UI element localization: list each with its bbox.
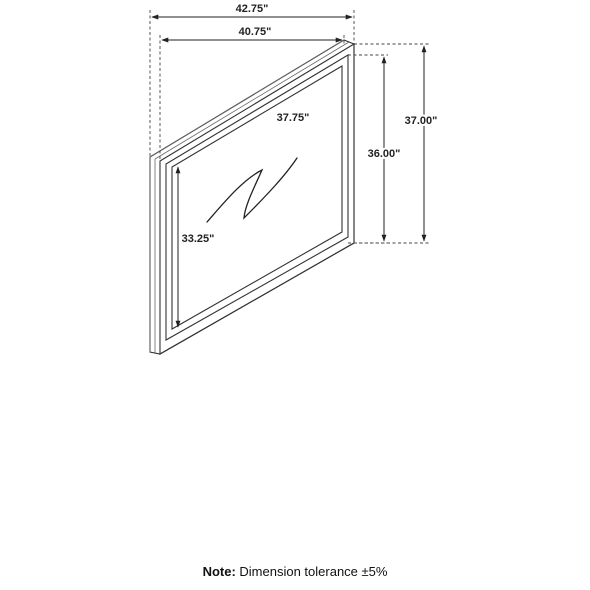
frame-width-dimension: 40.75" [159, 26, 345, 161]
frame-top-step-2 [154, 41, 350, 160]
note-text: Dimension tolerance ±5% [235, 564, 388, 579]
overall-height-dimension: 37.00" [354, 43, 439, 244]
frame-height-label: 36.00" [368, 148, 401, 160]
mirror-glare-icon [206, 157, 298, 223]
note-label: Note: [202, 564, 236, 579]
glass-height-dimension: 33.25" [175, 166, 216, 328]
overall-width-dimension: 42.75" [149, 3, 355, 157]
overall-height-label: 37.00" [405, 115, 438, 127]
glass-height-label: 33.25" [182, 233, 215, 245]
glass-width-label: 37.75" [277, 112, 310, 124]
frame-height-dimension: 36.00" [348, 54, 402, 244]
frame-front-face [159, 43, 355, 355]
dimension-note: Note: Dimension tolerance ±5% [0, 564, 590, 579]
mirror-frame [149, 39, 355, 355]
overall-width-label: 42.75" [236, 3, 269, 15]
frame-inner-bevel [165, 54, 349, 341]
frame-outer-edge [149, 39, 355, 355]
frame-width-label: 40.75" [239, 26, 272, 38]
mirror-glass [171, 65, 343, 330]
frame-top-step [149, 39, 345, 158]
